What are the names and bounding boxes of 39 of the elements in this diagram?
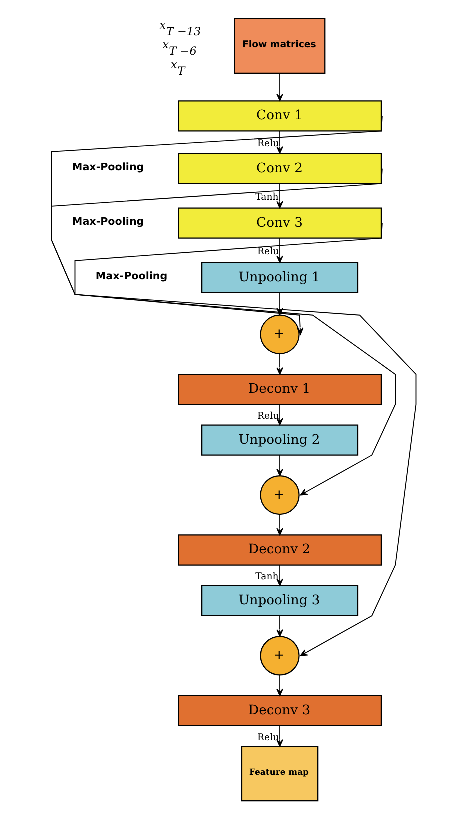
edge-label: Relu [257, 246, 280, 258]
node-circle: + [260, 314, 300, 354]
arrow [276, 354, 284, 375]
node-box: Conv 3 [178, 208, 382, 239]
arrow [276, 726, 284, 748]
node-circle: + [260, 475, 300, 516]
arrow [51, 168, 396, 496]
arrow [276, 238, 284, 264]
node-box: Unpooling 1 [202, 262, 359, 294]
node-box: Deconv 3 [178, 695, 382, 726]
arrow [276, 130, 284, 154]
node-circle: + [260, 636, 300, 676]
label: Max-Pooling [72, 216, 144, 228]
arrow [74, 222, 383, 336]
node-box: Unpooling 3 [202, 585, 359, 617]
label: Max-Pooling [72, 162, 144, 174]
node-box: Conv 1 [178, 100, 382, 132]
node-box: Deconv 2 [178, 534, 382, 566]
arrow [276, 455, 284, 476]
edge-label: Relu [257, 138, 280, 150]
node-box: Feature map [241, 746, 319, 802]
node-box: Flow matrices [234, 18, 326, 74]
node-box: Conv 2 [178, 153, 382, 184]
arrow [276, 616, 284, 637]
edge-label: Relu [257, 732, 280, 744]
label: Max-Pooling [96, 270, 168, 282]
arrow [51, 116, 417, 656]
arrow [276, 73, 284, 102]
edge-label: Tanh [256, 572, 279, 583]
arrow [276, 514, 284, 536]
node-box: Deconv 1 [178, 374, 382, 406]
arrow [276, 674, 284, 696]
arrow [276, 404, 284, 426]
arrow [276, 564, 284, 586]
arrow [276, 292, 284, 316]
edge-label: Tanh [256, 192, 279, 204]
arrow [276, 183, 284, 209]
edge-label: Relu [257, 411, 280, 422]
node-box: Unpooling 2 [202, 424, 359, 456]
